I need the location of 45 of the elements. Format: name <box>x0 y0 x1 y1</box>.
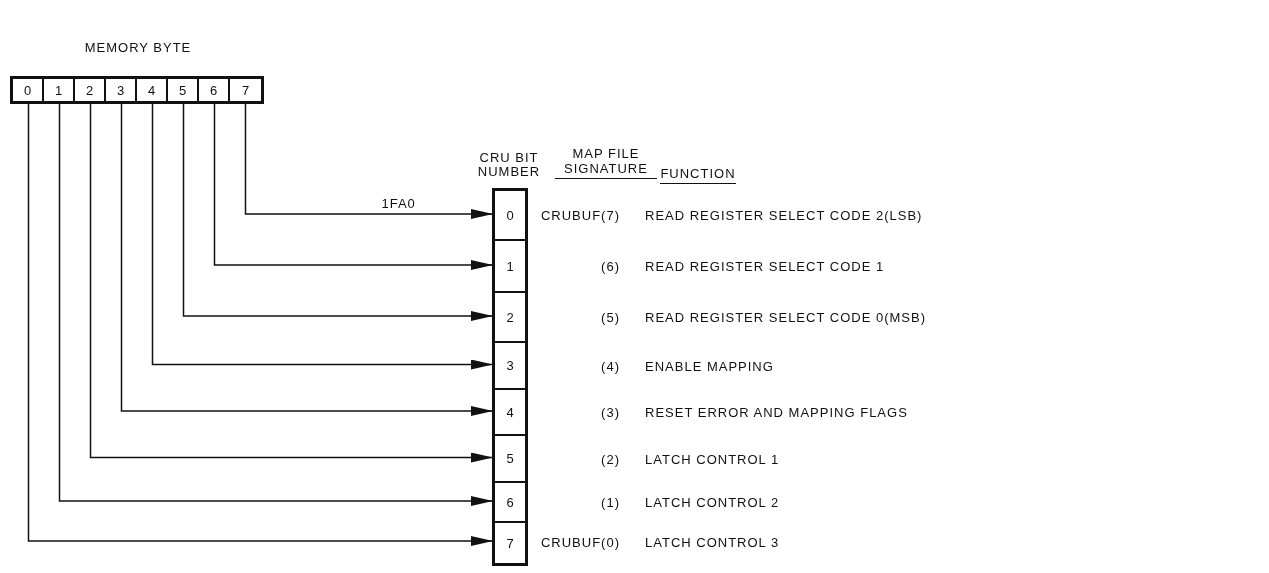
function-text: LATCH CONTROL 1 <box>645 451 780 467</box>
signature-text: CRUBUF(0) <box>539 535 620 550</box>
arrow <box>244 103 493 219</box>
signature-text: CRUBUF(7) <box>539 208 620 223</box>
function-text: RESET ERROR AND MAPPING FLAGS <box>645 405 908 420</box>
arrow <box>182 103 493 321</box>
signature-text: (5) <box>600 310 620 325</box>
bit-cell: 2 <box>75 79 106 101</box>
signature-text: (6) <box>600 259 620 274</box>
function-text: READ REGISTER SELECT CODE 2(LSB) <box>645 208 923 223</box>
function-text: LATCH CONTROL 2 <box>645 495 780 510</box>
function-text: READ REGISTER SELECT CODE 1 <box>645 259 885 274</box>
arrow <box>213 103 493 270</box>
function-text: READ REGISTER SELECT CODE 0(MSB) <box>645 310 926 325</box>
bit-cell: 2 <box>495 293 525 343</box>
arrow <box>120 103 493 416</box>
bit-cell: 3 <box>106 79 137 101</box>
bit-cell: 7 <box>495 523 525 563</box>
column-heading: FUNCTION <box>660 166 736 184</box>
bit-cell: 1 <box>495 241 525 293</box>
signature-text: (1) <box>600 495 620 510</box>
bit-cell: 6 <box>199 79 230 101</box>
arrow <box>151 103 493 370</box>
register-heading: CRU BIT NUMBER <box>476 151 542 179</box>
bit-cell: 5 <box>168 79 199 101</box>
bit-cell: 0 <box>13 79 44 101</box>
bit-cell: 4 <box>137 79 168 101</box>
bit-cell: 0 <box>495 191 525 241</box>
function-text: LATCH CONTROL 3 <box>645 535 780 550</box>
bit-cell: 3 <box>495 343 525 390</box>
register-heading: MEMORY BYTE <box>83 41 193 55</box>
arrow <box>58 103 493 506</box>
arrow <box>89 103 493 463</box>
bit-cell: 7 <box>230 79 261 101</box>
function-text: ENABLE MAPPING <box>645 358 774 374</box>
arrow <box>27 103 493 546</box>
bit-cell: 4 <box>495 390 525 436</box>
bit-cell: 6 <box>495 483 525 523</box>
signature-text: (4) <box>600 358 620 374</box>
bit-cell: 5 <box>495 436 525 483</box>
bit-cell: 1 <box>44 79 75 101</box>
signature-text: (2) <box>600 451 620 467</box>
column-heading: MAP FILE SIGNATURE <box>555 146 657 179</box>
edge-label: 1FA0 <box>381 197 416 211</box>
signature-text: (3) <box>600 405 620 420</box>
